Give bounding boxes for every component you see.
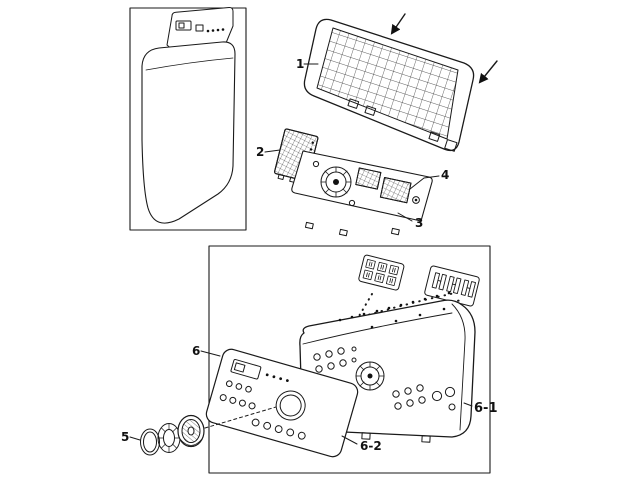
knob-axis-dashed-line (204, 406, 277, 429)
leader-line-5 (129, 436, 141, 441)
screw-arrows (390, 13, 498, 84)
leader-line-3 (397, 212, 413, 222)
overlay-panel-part (205, 348, 359, 458)
washer-cabinet-outline (141, 41, 236, 224)
leader-line-6-2 (341, 435, 358, 445)
part-label-3: 3 (415, 216, 423, 230)
leader-line-6-1 (463, 402, 473, 407)
knob-parts (140, 414, 205, 456)
leader-lines (129, 63, 473, 445)
washer-cabinet-seam (145, 57, 234, 71)
leader-line-2 (264, 149, 281, 153)
knob-ring-outer (140, 428, 160, 456)
part-label-6: 6 (192, 344, 200, 358)
grille-mesh (316, 27, 459, 140)
leader-line-6 (200, 350, 221, 357)
washer-overview-inset (129, 6, 247, 231)
part-label-5: 5 (121, 430, 129, 444)
part-label-1: 1 (296, 57, 304, 71)
washer-control-panel (166, 6, 234, 49)
part-label-6-1: 6-1 (474, 401, 498, 416)
grille-part (303, 18, 475, 152)
knob-ring-inner (157, 423, 181, 453)
screw-arrow-right (478, 60, 498, 84)
knob (177, 414, 205, 448)
screw-arrow-top (390, 13, 406, 35)
leader-line-4 (409, 175, 440, 190)
membrane-pad-a (358, 254, 405, 291)
part-label-4: 4 (441, 168, 449, 182)
part-label-6-2: 6-2 (360, 439, 382, 453)
part-label-2: 2 (256, 145, 264, 159)
main-board-part (291, 150, 433, 237)
